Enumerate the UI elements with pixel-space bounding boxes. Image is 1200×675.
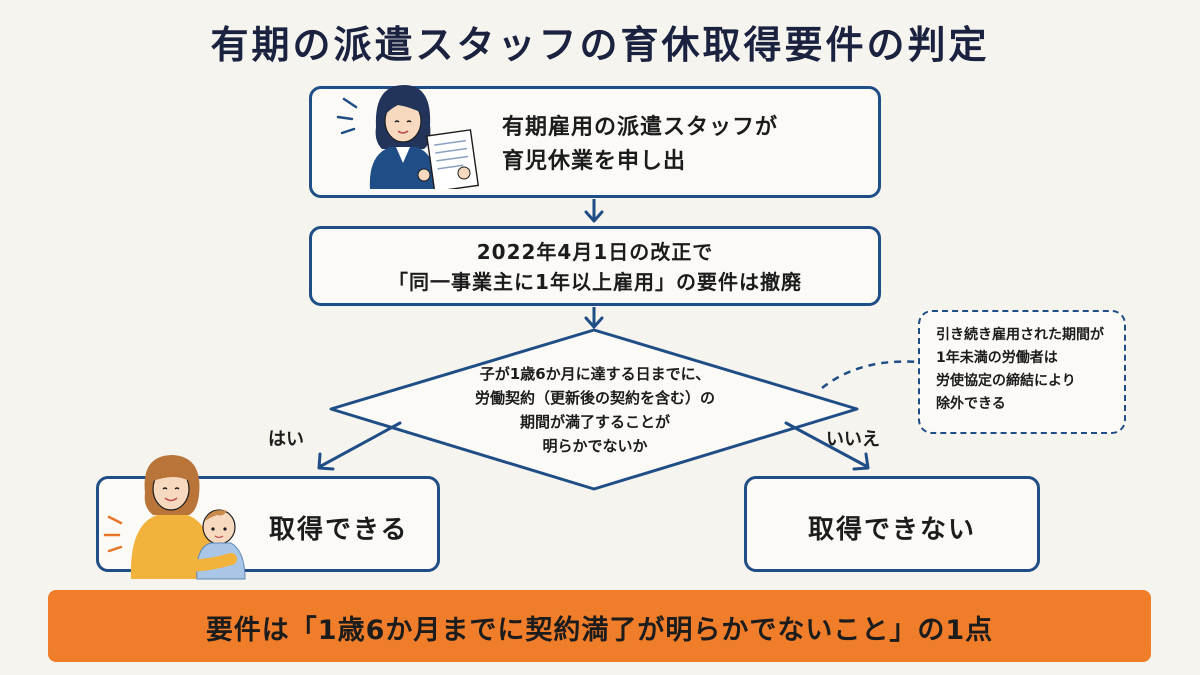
result-yes-box: 取得できる <box>96 455 440 580</box>
step2-line1: 2022年4月1日の改正で <box>476 240 714 264</box>
note-line3: 労使協定の締結により <box>936 373 1076 389</box>
step1-line2: 育児休業を申し出 <box>502 149 687 174</box>
arrow-yes <box>317 421 402 471</box>
decision-line4: 明らかでないか <box>542 437 648 455</box>
step1-line1: 有期雇用の派遣スタッフが <box>502 115 779 140</box>
decision-text: 子が1歳6か月に達する日までに、 労働契約（更新後の契約を含む）の 期間が満了す… <box>440 362 750 458</box>
mother-with-baby-illustration <box>103 455 246 580</box>
note-connector-dashed <box>821 360 919 389</box>
decision-diamond <box>329 328 859 491</box>
arrow-step2-to-decision <box>584 307 604 329</box>
exception-note: 引き続き雇用された期間が 1年未満の労働者は 労使協定の締結により 除外できる <box>918 310 1126 434</box>
note-line2: 1年未満の労働者は <box>936 350 1058 366</box>
arrow-step1-to-step2 <box>584 199 604 223</box>
decision-line2: 労働契約（更新後の契約を含む）の <box>474 389 715 407</box>
note-line1: 引き続き雇用された期間が <box>936 327 1104 343</box>
result-yes-text: 取得できる <box>269 515 409 545</box>
arrow-no <box>784 421 870 471</box>
note-line4: 除外できる <box>936 396 1006 412</box>
woman-with-document-illustration <box>336 85 480 189</box>
branch-no-label: いいえ <box>826 429 880 450</box>
decision-line1: 子が1歳6か月に達する日までに、 <box>479 365 711 383</box>
result-no-text: 取得できない <box>807 515 976 545</box>
summary-banner: 要件は「1歳6か月までに契約満了が明らかでないこと」の1点 <box>48 590 1151 662</box>
page-title: 有期の派遣スタッフの育休取得要件の判定 <box>210 23 990 67</box>
step2-box: 2022年4月1日の改正で 「同一事業主に1年以上雇用」の要件は撤廃 <box>309 226 881 306</box>
result-no-box: 取得できない <box>744 476 1040 572</box>
branch-yes-label: はい <box>268 429 304 450</box>
summary-banner-text: 要件は「1歳6か月までに契約満了が明らかでないこと」の1点 <box>205 615 994 646</box>
step1-box: 有期雇用の派遣スタッフが 育児休業を申し出 <box>309 85 881 198</box>
decision-line3: 期間が満了することが <box>519 413 670 431</box>
step2-line2: 「同一事業主に1年以上雇用」の要件は撤廃 <box>388 270 802 294</box>
